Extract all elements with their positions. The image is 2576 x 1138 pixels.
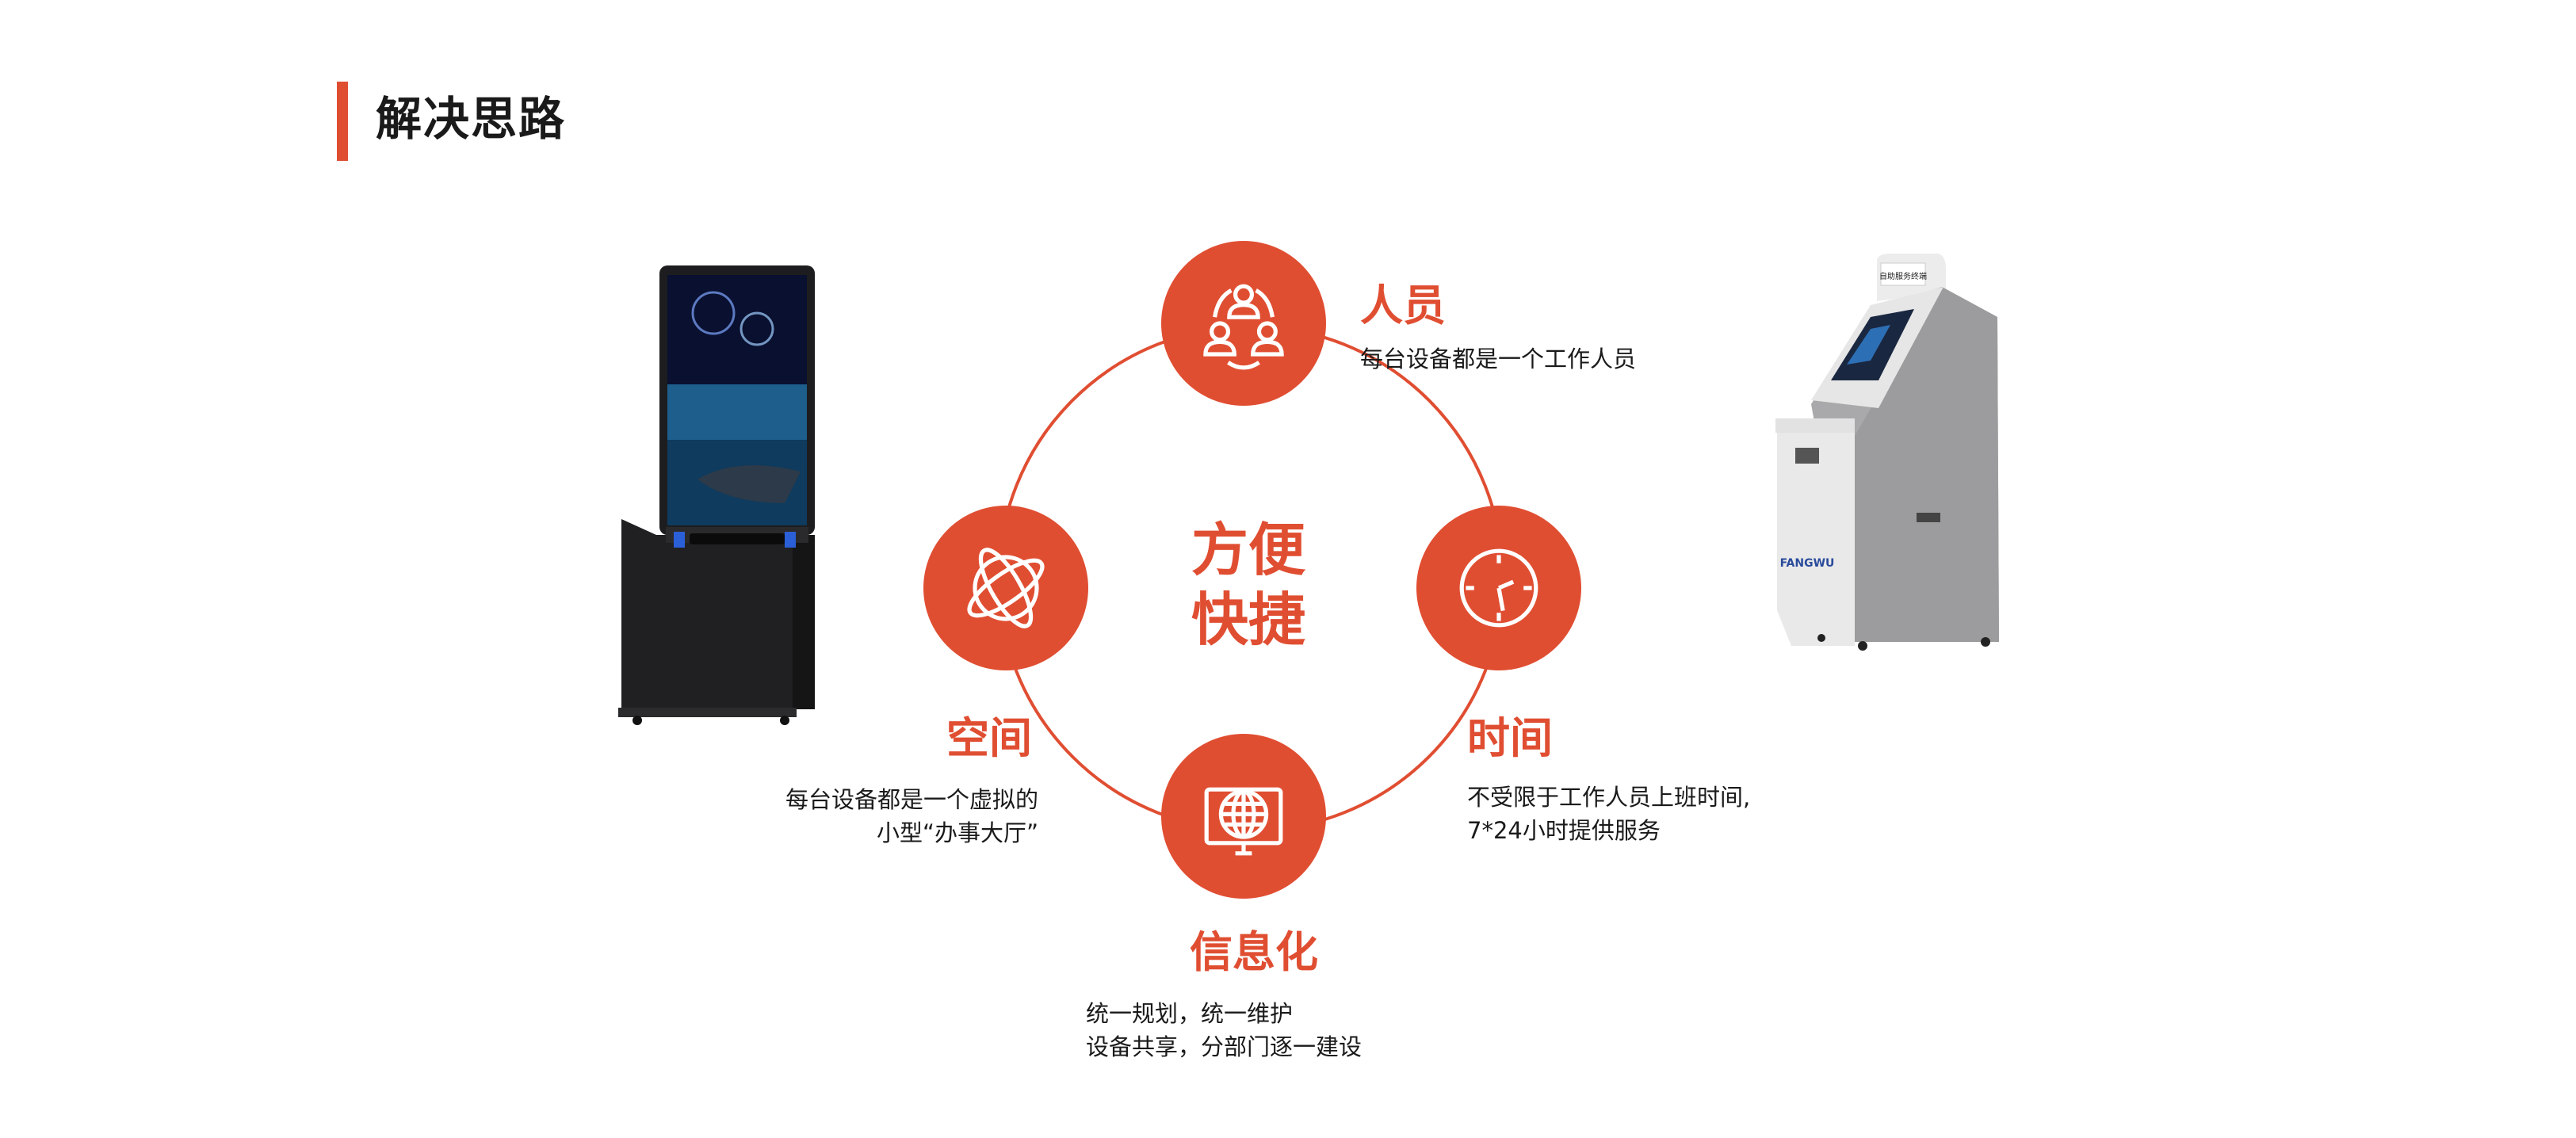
time-desc-line1: 不受限于工作人员上班时间,	[1467, 784, 1751, 811]
page-title: 解决思路	[376, 92, 567, 146]
globe-monitor-icon	[1204, 787, 1283, 856]
vertical-advertising-kiosk-image	[618, 265, 815, 725]
space-node	[923, 506, 1088, 670]
planet-icon	[967, 548, 1045, 628]
personnel-title: 人员	[1360, 281, 1446, 330]
time-node	[1416, 506, 1581, 670]
time-desc: 不受限于工作人员上班时间, 7*24小时提供服务	[1467, 781, 1750, 847]
clock-icon	[1459, 548, 1538, 628]
informatization-desc: 统一规划，统一维护 设备共享，分部门逐一建设	[1086, 997, 1362, 1064]
time-title: 时间	[1467, 713, 1553, 763]
time-desc-line2: 7*24小时提供服务	[1467, 817, 1661, 844]
informatization-title: 信息化	[1190, 927, 1318, 977]
space-desc-line2: 小型“办事大厅”	[876, 819, 1038, 846]
people-group-icon	[1203, 284, 1284, 370]
informatization-desc-line1: 统一规划，统一维护	[1086, 1000, 1294, 1027]
kiosk-sign-text: 自助服务终端	[1879, 271, 1927, 281]
informatization-desc-line2: 设备共享，分部门逐一建设	[1086, 1033, 1363, 1060]
center-slogan: 方便 快捷	[1169, 515, 1328, 655]
kiosk-brand-logo: FANGWU	[1780, 557, 1835, 570]
personnel-desc: 每台设备都是一个工作人员	[1360, 346, 1637, 372]
center-slogan-line2: 快捷	[1191, 586, 1305, 653]
space-desc: 每台设备都是一个虚拟的 小型“办事大厅”	[698, 783, 1038, 850]
title-accent-bar	[337, 82, 348, 161]
personnel-node	[1161, 241, 1326, 406]
center-slogan-line1: 方便	[1191, 517, 1305, 583]
informatization-node	[1161, 734, 1326, 899]
space-desc-line1: 每台设备都是一个虚拟的	[785, 786, 1038, 813]
self-service-terminal-image: 自助服务终端 FANGWU	[1775, 254, 1999, 651]
space-title: 空间	[946, 713, 1032, 763]
